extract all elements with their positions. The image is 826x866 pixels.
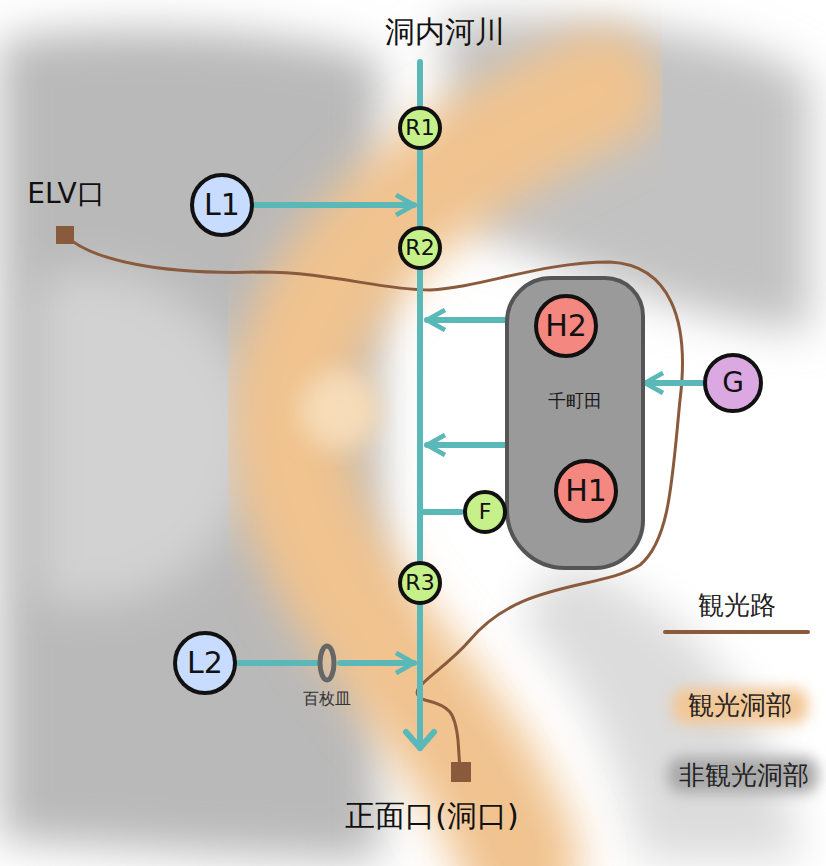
water-flow [417, 270, 423, 561]
elevator-entrance-marker [56, 226, 74, 244]
legend-text: 非観光洞部 [679, 762, 809, 788]
branch-point: F [463, 490, 507, 534]
water-flow [645, 380, 703, 386]
front-entrance-marker [451, 762, 471, 782]
river-station: R2 [398, 226, 442, 270]
node-label: H1 [565, 476, 607, 506]
entrance-label: ELV口 [27, 180, 104, 208]
node-label: H2 [545, 311, 587, 341]
legend-text: 観光路 [698, 592, 776, 618]
inflow-point: L1 [190, 173, 254, 237]
legend-text: 観光洞部 [688, 692, 792, 718]
spring-point: H1 [554, 459, 618, 523]
entrance-label: 正面口(洞口) [345, 801, 518, 831]
river-lines [254, 62, 528, 748]
river-title: 洞内河川 [385, 17, 505, 47]
inflow-point: L2 [173, 631, 237, 695]
water-flow [417, 150, 423, 226]
legend-trail-sample [665, 630, 808, 634]
tourist-trail [65, 235, 682, 770]
non-tourist-cave-area [0, 18, 810, 860]
area-name: 百枚皿 [303, 691, 351, 707]
water-flow [237, 660, 317, 666]
inflow-point: G [703, 353, 763, 413]
node-label: L1 [204, 190, 240, 220]
river-station: R3 [398, 561, 442, 605]
node-label: F [479, 501, 492, 523]
node-label: L2 [187, 648, 223, 678]
rimstone-region: 千町田 H2H1 [505, 276, 645, 570]
river-station: R1 [398, 106, 442, 150]
tourist-cave-area-core [300, 370, 380, 450]
rimstone-pool: 百枚皿 [317, 643, 337, 683]
area-name: 千町田 [509, 392, 641, 410]
node-label: R1 [405, 117, 434, 139]
spring-point: H2 [534, 294, 598, 358]
node-label: G [722, 369, 744, 397]
ring-outline [317, 643, 337, 683]
node-label: R3 [405, 572, 434, 594]
node-label: R2 [405, 237, 434, 259]
